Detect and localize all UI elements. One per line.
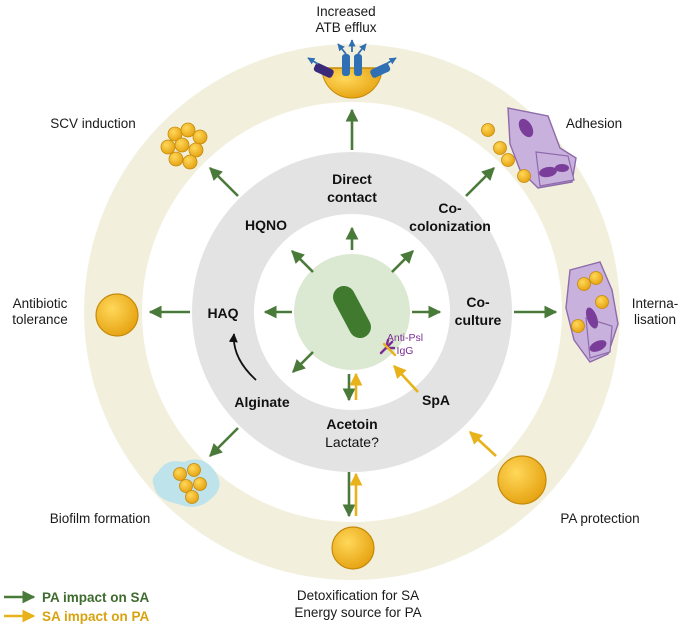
antibody-label-1: Anti-Psl bbox=[387, 332, 423, 344]
legend-pa-label: PA impact on SA bbox=[42, 590, 150, 605]
sa-cell-protection-icon bbox=[497, 455, 547, 505]
biofilm-icon bbox=[152, 459, 220, 507]
label-efflux-1: Increased bbox=[316, 4, 375, 19]
sa-cell-detox-icon bbox=[331, 526, 375, 570]
arrow-core-upleft bbox=[291, 250, 314, 273]
arrow-to-adhesion bbox=[465, 167, 495, 197]
label-scv: SCV induction bbox=[50, 116, 136, 131]
mech-coculture-2: culture bbox=[455, 312, 502, 328]
mech-direct-contact-1: Direct bbox=[332, 171, 372, 187]
arrow-sa-protection bbox=[469, 431, 497, 457]
sa-cell-tolerance-icon bbox=[95, 293, 139, 337]
efflux-pump-icon bbox=[307, 39, 397, 99]
outer-arrows bbox=[148, 108, 558, 518]
mech-alginate: Alginate bbox=[234, 394, 289, 410]
mech-coculture-1: Co- bbox=[466, 294, 490, 310]
internalised-cell-icon bbox=[565, 261, 619, 363]
inner-sa-arrows bbox=[349, 365, 419, 400]
legend-sa-label: SA impact on PA bbox=[42, 609, 150, 624]
antibody-icon bbox=[379, 338, 397, 357]
pa-bacterium-icon bbox=[333, 285, 371, 339]
mech-haq: HAQ bbox=[207, 305, 238, 321]
scv-cluster-icon bbox=[160, 122, 208, 170]
arrow-sa-spa bbox=[393, 365, 419, 393]
mech-spa: SpA bbox=[422, 392, 450, 408]
outer-sa-arrows bbox=[349, 431, 497, 516]
arrow-to-biofilm bbox=[209, 427, 239, 457]
inner-arrows bbox=[263, 226, 442, 402]
label-detox-1: Detoxification for SA bbox=[297, 588, 419, 603]
mech-hqno: HQNO bbox=[245, 217, 287, 233]
label-tolerance-1: Antibiotic bbox=[13, 296, 68, 311]
host-cell-icon bbox=[481, 107, 577, 189]
mech-acetoin: Acetoin bbox=[326, 416, 377, 432]
label-protection: PA protection bbox=[560, 511, 639, 526]
arrow-core-downleft bbox=[292, 351, 314, 373]
mech-lactate: Lactate? bbox=[325, 434, 379, 450]
arrow-to-scv bbox=[209, 167, 239, 197]
arrow-alginate-haq bbox=[228, 333, 257, 381]
label-detox-2: Energy source for PA bbox=[294, 605, 421, 620]
mech-direct-contact-2: contact bbox=[327, 189, 377, 205]
label-adhesion: Adhesion bbox=[566, 116, 622, 131]
mech-colonization-1: Co- bbox=[438, 200, 462, 216]
label-internalisation-1: Interna- bbox=[632, 296, 679, 311]
arrow-core-upright bbox=[391, 250, 414, 273]
label-biofilm: Biofilm formation bbox=[50, 511, 151, 526]
mech-colonization-2: colonization bbox=[409, 218, 491, 234]
legend: PA impact on SA SA impact on PA bbox=[4, 590, 150, 624]
label-tolerance-2: tolerance bbox=[12, 312, 68, 327]
antibody-label-2: IgG bbox=[397, 345, 414, 357]
label-efflux-2: ATB efflux bbox=[315, 20, 376, 35]
label-internalisation-2: lisation bbox=[634, 312, 676, 327]
